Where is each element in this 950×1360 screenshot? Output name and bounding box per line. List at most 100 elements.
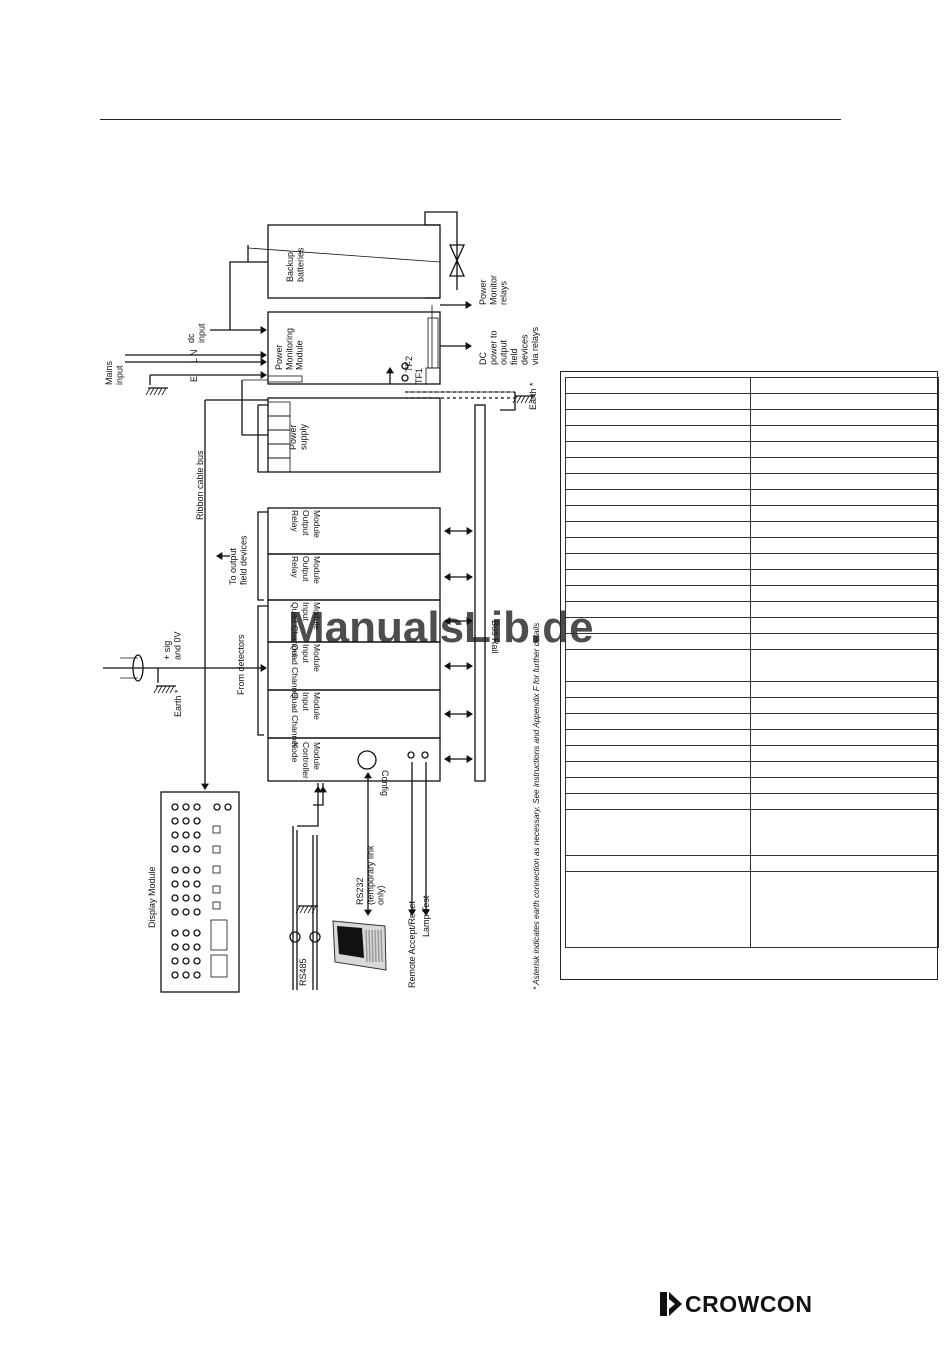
from-detectors-label: From detectors bbox=[236, 634, 246, 695]
rs485-arrow-2 bbox=[319, 786, 327, 793]
legend-row bbox=[565, 537, 939, 554]
display-module-box bbox=[160, 791, 240, 993]
legend-row bbox=[565, 633, 939, 650]
module-bus-arrow-left-5 bbox=[444, 710, 451, 718]
legend-cell-value bbox=[750, 537, 939, 554]
sig-label: + sigand 0V bbox=[162, 631, 182, 660]
display-led-6-1 bbox=[171, 880, 179, 888]
legend-cell-key bbox=[565, 537, 751, 554]
legend-row bbox=[565, 855, 939, 872]
display-led-10-1 bbox=[171, 943, 179, 951]
rs232-label: RS232(temporary linkonly) bbox=[355, 845, 386, 905]
power-supply-bracket bbox=[257, 404, 268, 473]
display-led-3-1 bbox=[171, 831, 179, 839]
legend-row bbox=[565, 425, 939, 442]
legend-row bbox=[565, 713, 939, 730]
tf1-label: TF1 bbox=[414, 368, 424, 384]
legend-cell-value bbox=[750, 871, 939, 948]
node-bus-arrow-right bbox=[466, 755, 473, 763]
rs485-node-link-1 bbox=[292, 783, 319, 830]
display-led-7-1 bbox=[171, 894, 179, 902]
display-led-5-2 bbox=[182, 866, 190, 874]
mains-e-label: E bbox=[189, 376, 199, 382]
display-led-11-1 bbox=[171, 957, 179, 965]
legend-row bbox=[565, 521, 939, 538]
legend-cell-key bbox=[565, 409, 751, 426]
power-supply-terminal bbox=[267, 429, 291, 445]
pmm-connector bbox=[427, 317, 439, 369]
mains-earth-icon bbox=[145, 387, 168, 396]
legend-cell-value bbox=[750, 681, 939, 698]
display-led-2-2 bbox=[182, 817, 190, 825]
legend-cell-key bbox=[565, 697, 751, 714]
display-led-5-3 bbox=[193, 866, 201, 874]
legend-cell-value bbox=[750, 633, 939, 650]
legend-row bbox=[565, 457, 939, 474]
legend-cell-key bbox=[565, 601, 751, 618]
battery-divider bbox=[247, 247, 441, 263]
module-bus-arrow-left-2 bbox=[444, 573, 451, 581]
legend-row bbox=[565, 601, 939, 618]
display-led-7-2 bbox=[182, 894, 190, 902]
display-led-8-3 bbox=[193, 908, 201, 916]
legend-cell-key bbox=[565, 569, 751, 586]
legend-cell-key bbox=[565, 793, 751, 810]
legend-cell-key bbox=[565, 457, 751, 474]
config-port bbox=[357, 750, 377, 770]
legend-cell-key bbox=[565, 761, 751, 778]
legend-cell-value bbox=[750, 809, 939, 856]
legend-cell-key bbox=[565, 425, 751, 442]
legend-cell-value bbox=[750, 377, 939, 394]
cable-screen-lines bbox=[120, 657, 138, 679]
pmm-ribbon-connector bbox=[267, 375, 303, 383]
legend-row bbox=[565, 489, 939, 506]
rs232-arrow-down bbox=[364, 909, 372, 916]
legend-cell-key bbox=[565, 871, 751, 948]
rs485-ferrite-1 bbox=[289, 931, 301, 943]
svg-text:Module: Module bbox=[312, 742, 322, 770]
rs232-arrow-up bbox=[364, 772, 372, 779]
module-bus-arrow-right-1 bbox=[466, 527, 473, 535]
relay-output-arrow bbox=[465, 301, 472, 309]
power-supply-terminal bbox=[267, 401, 291, 417]
display-module-label: Display Module bbox=[147, 866, 157, 928]
svg-text:Quad Channel: Quad Channel bbox=[290, 692, 300, 747]
legend-cell-key bbox=[565, 745, 751, 762]
detector-bracket bbox=[257, 605, 268, 736]
legend-row bbox=[565, 793, 939, 810]
legend-row bbox=[565, 441, 939, 458]
display-led-4-1 bbox=[171, 845, 179, 853]
display-led-12-2 bbox=[182, 971, 190, 979]
svg-text:Node: Node bbox=[290, 742, 300, 763]
legend-cell-value bbox=[750, 473, 939, 490]
legend-cell-value bbox=[750, 441, 939, 458]
lamp-test-label: Lamp Test bbox=[421, 895, 431, 937]
legend-cell-value bbox=[750, 505, 939, 522]
mains-l-arrow bbox=[260, 351, 267, 359]
crowcon-logo: CROWCON bbox=[660, 1291, 812, 1317]
legend-cell-key bbox=[565, 729, 751, 746]
rs485-label: RS485 bbox=[298, 958, 308, 986]
legend-cell-key bbox=[565, 633, 751, 650]
display-led-3-3 bbox=[193, 831, 201, 839]
svg-text:Output: Output bbox=[301, 556, 311, 582]
cable-gland-icon bbox=[132, 654, 144, 682]
legend-row bbox=[565, 809, 939, 856]
svg-text:Relay: Relay bbox=[290, 510, 300, 532]
svg-text:Relay: Relay bbox=[290, 556, 300, 578]
legend-row bbox=[565, 393, 939, 410]
display-led-9-2 bbox=[182, 929, 190, 937]
legend-cell-value bbox=[750, 713, 939, 730]
svg-text:Module: Module bbox=[312, 602, 322, 630]
power-supply-terminal bbox=[267, 415, 291, 431]
svg-text:Module: Module bbox=[312, 692, 322, 720]
display-led-7-3 bbox=[193, 894, 201, 902]
tf2-fuse bbox=[401, 362, 409, 370]
psu-feed-wire bbox=[241, 380, 268, 436]
